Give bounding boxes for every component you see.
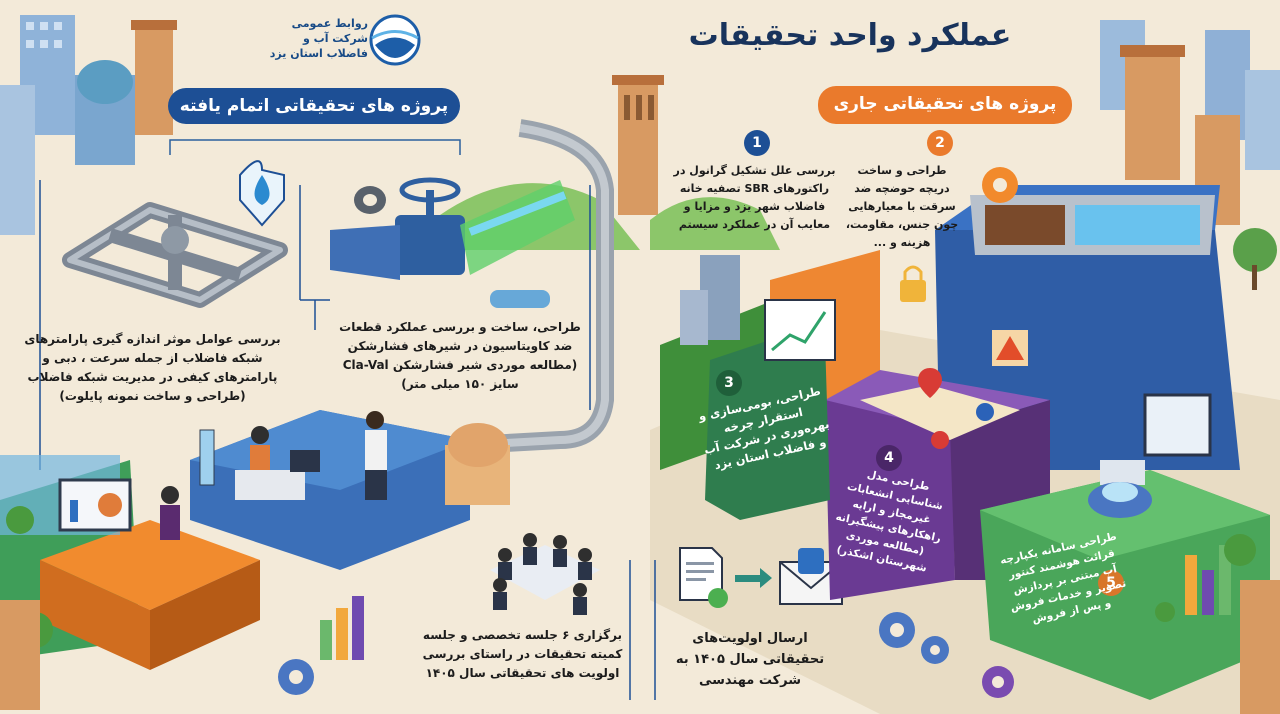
water-drop-icon — [239, 160, 285, 227]
completed-project-priorities: ارسال اولویت‌های تحقیقاتی سال ۱۴۰۵ به شر… — [675, 631, 825, 688]
completed-projects-heading: پروژه های تحقیقاتی اتمام یافته — [168, 88, 460, 124]
gear-icon — [982, 167, 1018, 203]
pipe-network — [62, 202, 288, 308]
project-number-badge: 4 — [876, 445, 902, 471]
page-title: عملکرد واحد تحقیقات — [688, 18, 1012, 53]
building-icon — [680, 255, 740, 345]
ongoing-projects-heading: پروژه های تحقیقاتی جاری — [818, 86, 1072, 124]
ongoing-project-1: بررسی علل تشکیل گرانول در راکتورهای SBR … — [673, 164, 836, 231]
logo-text: روابط عمومی شرکت آب و فاضلاب استان یزد — [269, 17, 368, 60]
map-pin-icon — [918, 368, 942, 398]
chart-icon — [764, 299, 836, 361]
left-skyline — [0, 15, 177, 235]
document-icon — [679, 547, 728, 608]
right-skyline — [1100, 20, 1280, 290]
meeting-illustration — [490, 533, 600, 615]
completed-project-network-params: بررسی عوامل موثر اندازه گیری پارامترهای … — [24, 332, 281, 403]
ongoing-project-2: طراحی و ساخت دریچه حوضچه ضد سرقت با معیا… — [845, 164, 959, 249]
completed-project-valve-study: طراحی، ساخت و بررسی عملکرد قطعات ضد کاوی… — [339, 320, 581, 391]
project-number-badge: 5 — [1098, 570, 1124, 596]
project-number-badge: 3 — [716, 370, 742, 396]
project-number-badge: 1 — [744, 130, 770, 156]
company-logo — [369, 14, 421, 66]
project-number-badge: 2 — [927, 130, 953, 156]
lock-icon — [900, 265, 926, 302]
warning-icon — [992, 330, 1028, 366]
valve-icon — [330, 177, 575, 308]
completed-project-meetings: برگزاری ۶ جلسه تخصصی و جلسه کمیته تحقیقا… — [422, 628, 623, 680]
